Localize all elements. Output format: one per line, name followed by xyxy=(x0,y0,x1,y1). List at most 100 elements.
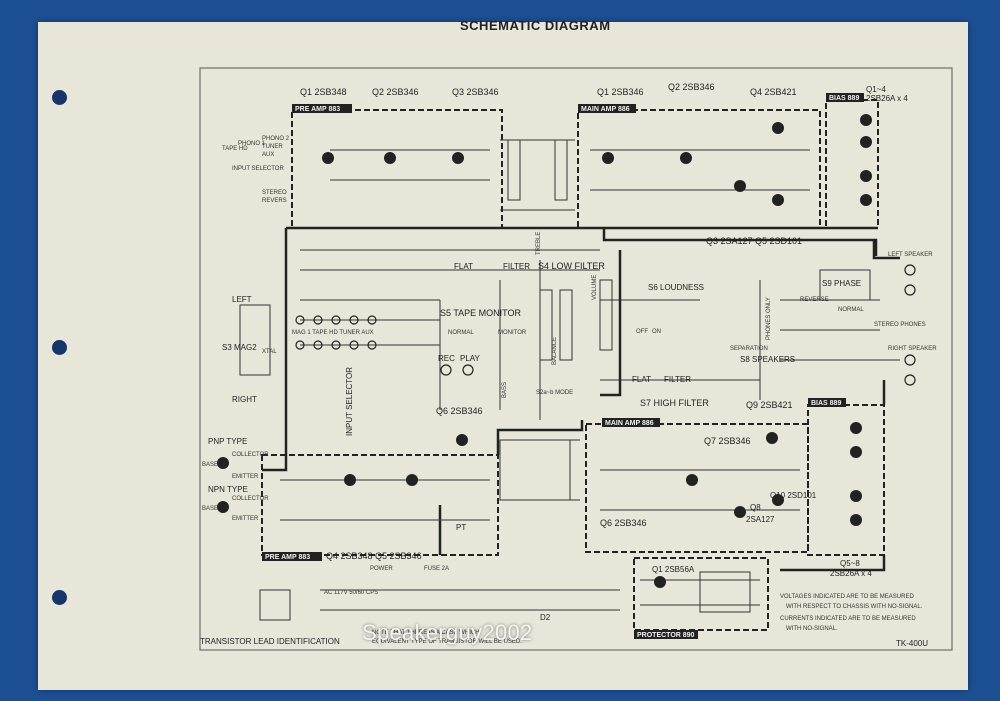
bias-bottom-label-bg xyxy=(808,398,846,407)
pre-amp-bottom-label: PRE AMP 883 xyxy=(265,554,310,561)
q5-8-type-label: 2SB26A x 4 xyxy=(830,569,872,578)
transistor-q6-mid xyxy=(456,434,468,446)
off-label: OFF xyxy=(636,329,648,335)
npn-symbol xyxy=(217,501,229,513)
model-label: TK-400U xyxy=(896,639,928,648)
ac-power-label: AC 117V 50/60 CPS xyxy=(324,590,378,596)
bias-top-label-bg xyxy=(826,93,864,102)
d2-label: D2 xyxy=(540,613,551,622)
pnp-type-label: PNP TYPE xyxy=(208,437,247,446)
transistor-q1-top xyxy=(322,152,334,164)
power-label: POWER xyxy=(370,566,393,572)
s6-loudness-label: S6 LOUDNESS xyxy=(648,283,704,292)
phono1-label: PHONO 1 xyxy=(238,141,266,147)
tuner-label: TUNER xyxy=(262,144,283,150)
transistor-q8 xyxy=(734,506,746,518)
q2-top-label: Q2 2SB346 xyxy=(372,87,419,97)
flat-label: FLAT xyxy=(454,262,473,271)
separation-label: SEPARATION xyxy=(730,346,768,352)
fuse-label: FUSE 2A xyxy=(424,566,449,572)
input-selector-vertical-label: INPUT SELECTOR xyxy=(345,367,354,436)
q1-4-label: Q1~4 xyxy=(866,85,886,94)
page-title: SCHEMATIC DIAGRAM xyxy=(460,18,611,33)
pt-label: PT xyxy=(456,523,466,532)
schematic-sheet xyxy=(38,22,968,690)
xtal-label: XTAL xyxy=(262,349,277,355)
tape-hd-tuner-aux-label: MAG 1 TAPE HD TUNER AUX xyxy=(292,330,374,336)
left-speaker-label: LEFT SPEAKER xyxy=(888,252,933,258)
pre-amp-bottom-block xyxy=(261,454,499,556)
transistor-q7 xyxy=(686,474,698,486)
q1-4-type-label: 2SB26A x 4 xyxy=(866,94,908,103)
treble-label: TREBLE xyxy=(536,232,542,255)
normal-label: NORMAL xyxy=(448,330,474,336)
q8-label: Q8 xyxy=(750,503,761,512)
current-note-line1: CURRENTS INDICATED ARE TO BE MEASURED xyxy=(780,616,916,622)
protector-block xyxy=(633,557,769,631)
q10-label: Q10 2SD101 xyxy=(770,491,817,500)
reverse-small-label: REVERS xyxy=(262,198,287,204)
aux-label: AUX xyxy=(262,152,274,158)
monitor-label: MONITOR xyxy=(498,330,527,336)
filter-label: FILTER xyxy=(503,262,530,271)
on-label: ON xyxy=(652,329,661,335)
input-jacks xyxy=(295,264,916,386)
bass-label: BASS xyxy=(502,382,508,398)
q2-main-label: Q2 2SB346 xyxy=(668,82,715,92)
q7-label: Q7 2SB346 xyxy=(704,436,751,446)
binder-hole xyxy=(52,590,67,605)
transistor-q8b xyxy=(850,514,862,526)
normal2-label: NORMAL xyxy=(838,307,864,313)
pre-amp-top-block xyxy=(291,109,503,229)
stereo-phones-label: STEREO PHONES xyxy=(874,322,926,328)
tape-hd-label: TAPE HD xyxy=(222,146,248,152)
q3-q5-label: Q3 2SA127 Q5 2SD101 xyxy=(706,236,802,246)
transistor-q3-main xyxy=(734,180,746,192)
emitter2-label: EMITTER xyxy=(232,516,259,522)
main-amp-bottom-block xyxy=(585,423,809,553)
transistor-q1-main xyxy=(602,152,614,164)
protector-label: PROTECTOR 890 xyxy=(637,632,695,639)
base2-label: BASE xyxy=(202,506,218,512)
bias-top-label: BIAS 889 xyxy=(829,95,859,102)
transistor-q3-top xyxy=(452,152,464,164)
transistor-q7b xyxy=(850,490,862,502)
volume-label: VOLUME xyxy=(592,275,598,300)
binder-hole xyxy=(52,90,67,105)
q3-top-label: Q3 2SB346 xyxy=(452,87,499,97)
binder-hole xyxy=(52,340,67,355)
right-speaker-label: RIGHT SPEAKER xyxy=(888,346,937,352)
transistor-q6 xyxy=(850,446,862,458)
s3-mag2-label: S3 MAG2 xyxy=(222,343,257,352)
q8-type-label: 2SA127 xyxy=(746,515,775,524)
transistor-bias-q3 xyxy=(860,170,872,182)
transistor-q2-top xyxy=(384,152,396,164)
balance-label: BALANCE xyxy=(552,337,558,365)
transistor-q9 xyxy=(766,432,778,444)
s5-tape-monitor-label: S5 TAPE MONITOR xyxy=(440,308,522,318)
play-label: PLAY xyxy=(460,354,481,363)
collector2-label: COLLECTOR xyxy=(232,496,269,502)
q4-main-label: Q4 2SB421 xyxy=(750,87,797,97)
pre-amp-top-label: PRE AMP 883 xyxy=(295,106,340,113)
flat2-label: FLAT xyxy=(632,375,651,384)
main-amp-top-label-bg xyxy=(578,104,636,113)
main-amp-top-label: MAIN AMP 886 xyxy=(581,106,630,113)
current-note-line2: WITH NO-SIGNAL. xyxy=(786,626,838,632)
schematic-frame xyxy=(199,67,953,651)
s7-high-filter-label: S7 HIGH FILTER xyxy=(640,398,709,408)
voltage-note-line2: WITH RESPECT TO CHASSIS WITH NO-SIGNAL. xyxy=(786,604,923,610)
controls xyxy=(239,139,871,621)
right-label: RIGHT xyxy=(232,395,257,404)
phono2-label: PHONO 2 xyxy=(262,136,290,142)
q1-main-label: Q1 2SB346 xyxy=(597,87,644,97)
transistor-q4-bottom xyxy=(344,474,356,486)
main-amp-bottom-label: MAIN AMP 886 xyxy=(605,420,654,427)
left-label: LEFT xyxy=(232,295,252,304)
q6-mid-label: Q6 2SB346 xyxy=(436,406,483,416)
equiv-note-line1: NOTE THAT THERE IS A CASE WHICH xyxy=(372,630,480,636)
transistor-symbols xyxy=(217,114,872,588)
s2-mode-label: S2a~b MODE xyxy=(536,390,573,396)
bias-bottom-label: BIAS 889 xyxy=(811,400,841,407)
